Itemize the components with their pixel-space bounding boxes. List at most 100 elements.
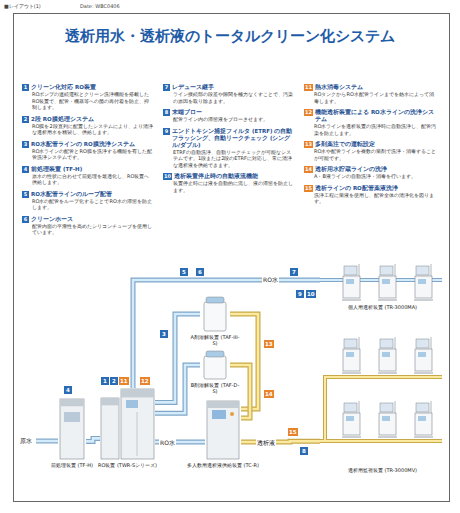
equipment-illustration — [58, 398, 86, 460]
feature-item: 22段 RO膜処理システムRO膜を2段直列に配置したシステムにより、より清浄な透… — [22, 116, 154, 136]
callout-number: 14 — [304, 166, 313, 173]
equipment-caption: RO装置 (TWR-Sシリーズ) — [97, 462, 159, 468]
callout-number: 10 — [163, 173, 172, 180]
callout-number: 4 — [22, 166, 29, 173]
callout-number: 15 — [288, 428, 298, 436]
drawing-path — [320, 377, 442, 441]
drawing-rect — [379, 276, 396, 298]
feature-text: RO水の配管をループ化することでRO水の滞留を防止します。 — [22, 198, 154, 211]
pipe-outline — [155, 314, 200, 402]
feature-item: 14透析用水貯蔵ラインの洗浄A・B液ラインの自動洗浄・消毒を行います。 — [304, 166, 438, 180]
drawing-line — [414, 437, 433, 438]
feature-heading: 前処理装置 (TF-H) — [31, 166, 82, 173]
feature-heading: 熱水消毒システム — [315, 84, 363, 91]
drawing-rect — [101, 398, 119, 459]
drawing-line — [431, 401, 432, 413]
drawing-rect — [418, 416, 426, 421]
feature-heading: 末端ブロー — [172, 109, 202, 116]
callout-number: 11 — [304, 84, 313, 91]
drawing-line — [359, 264, 360, 276]
supply-unit: 多人数用透析液供給装置 (TC-R) — [205, 400, 241, 460]
equipment-illustration — [100, 388, 155, 460]
drawing-rect — [380, 403, 393, 412]
drawing-line — [414, 373, 433, 374]
drawing-rect — [382, 416, 390, 421]
feature-heading: エンドトキシン捕捉フィルタ (ETRF) の自動フラッシング、自動リークチェック… — [172, 128, 295, 149]
drawing-rect — [343, 276, 360, 298]
pipe-connector — [241, 441, 320, 443]
feature-text: A・B液ラインの自動洗浄・消毒を行います。 — [304, 173, 438, 180]
pipe-connector — [133, 280, 320, 388]
pipe-outline — [133, 280, 320, 388]
equipment-caption: 多人数用透析液供給装置 (TC-R) — [182, 462, 264, 468]
feature-head-row: 22段 RO膜処理システム — [22, 116, 154, 123]
feature-head-row: 5RO水配管ラインのループ配管 — [22, 191, 154, 198]
callout-number: 10 — [306, 290, 316, 298]
diagram-title: 透析用水・透析液のトータルクリーン化システム — [0, 26, 460, 46]
feature-text: RO水ラインを透析装置の洗浄時に自動洗浄し、配管汚染を防止します。 — [304, 123, 438, 136]
drawing-rect — [344, 266, 357, 275]
feature-column: 1クリーン化対応 RO装置ROポンプの連続運転とクリーン洗浄機能を搭載したRO装… — [22, 84, 154, 241]
feature-text: RO水ラインの配管とRO膜を洗浄する機能を有した配管洗浄システムです。 — [22, 148, 154, 161]
drawing-rect — [382, 279, 390, 284]
feature-text: 配管内面の平滑性を高めたシリコンチューブを使用しています。 — [22, 223, 154, 236]
drawing-rect — [126, 400, 138, 408]
callout-number: 11 — [119, 377, 129, 385]
drawing-rect — [415, 413, 432, 435]
drawing-line — [359, 401, 360, 413]
ro-unit: RO装置 (TWR-Sシリーズ) — [100, 388, 155, 460]
callout-number: 9 — [296, 290, 304, 298]
equipment-illustration — [200, 296, 230, 332]
layout-note: ■レイアウト(1) — [4, 3, 41, 9]
pipe-outline — [230, 314, 258, 409]
equipment-illustration — [205, 400, 241, 460]
feature-text: RO水や配管ラインを複数の薬剤で洗浄・消毒することが可能です。 — [304, 148, 438, 161]
drawing-rect — [416, 266, 429, 275]
drawing-rect — [204, 356, 226, 379]
feature-heading: クリーンホース — [31, 216, 73, 223]
drawing-rect — [380, 339, 393, 348]
equipment-caption: 透析用監視装置 (TR-3000MV) — [320, 467, 445, 473]
feature-column: 7レデュース継手ライン接続部の段差や隙間を極力なくすことで、汚染の原因を取り除き… — [163, 84, 295, 198]
callout-number: 2 — [110, 377, 118, 385]
callout-number: 4 — [64, 386, 72, 394]
drawing-circle — [230, 412, 234, 416]
console-group: 透析用監視装置 (TR-3000MV) — [320, 325, 445, 465]
equipment-caption: B剤溶解装置 (TAF-D-S) — [190, 382, 240, 394]
drawing-rect — [60, 399, 84, 459]
drawing-rect — [101, 398, 119, 405]
console-group: 個人用透析装置 (TR-3000MA) — [320, 262, 445, 302]
feature-item: 3RO水配管ラインの RO膜洗浄システムRO水ラインの配管とRO膜を洗浄する機能… — [22, 141, 154, 161]
drawing-line — [414, 300, 433, 301]
feature-head-row: 4前処理装置 (TF-H) — [22, 166, 154, 173]
callout-number: 2 — [22, 116, 29, 123]
feature-head-row: 13多剤薬注での運転設定 — [304, 141, 438, 148]
callout-number: 5 — [22, 191, 29, 198]
drawing-rect — [343, 349, 360, 371]
drawing-rect — [346, 416, 354, 421]
drawing-rect — [382, 352, 390, 357]
equipment-illustration — [320, 262, 445, 302]
drawing-line — [395, 337, 396, 349]
drawing-rect — [121, 389, 154, 397]
feature-item: 6クリーンホース配管内面の平滑性を高めたシリコンチューブを使用しています。 — [22, 216, 154, 236]
drawing-line — [378, 437, 397, 438]
equipment-illustration — [200, 350, 230, 380]
pipe-connector — [155, 314, 200, 402]
feature-head-row: 10透析装置停止時の自動液流機能 — [163, 173, 295, 180]
pipe-label: RO水 — [262, 276, 279, 283]
feature-heading: 2段 RO膜処理システム — [31, 116, 94, 123]
feature-heading: 透析ラインの RO配管薬液洗浄 — [315, 185, 398, 192]
feature-item: 9エンドトキシン捕捉フィルタ (ETRF) の自動フラッシング、自動リークチェッ… — [163, 128, 295, 169]
dissolver-tank: B剤溶解装置 (TAF-D-S) — [200, 350, 230, 380]
feature-text: ライン接続部の段差や隙間を極力なくすことで、汚染の原因を取り除きます。 — [163, 91, 295, 104]
drawing-rect — [60, 399, 84, 406]
source-label: 原水 — [20, 437, 32, 444]
drawing-rect — [207, 401, 239, 459]
callout-number: 9 — [163, 128, 170, 135]
drawing-line — [395, 401, 396, 413]
feature-item: 10透析装置停止時の自動液流機能装置停止時には液を自動的に流し、液の滞留を防止し… — [163, 173, 295, 193]
feature-heading: 多剤薬注での運転設定 — [315, 141, 375, 148]
equipment-caption: 前処理装置 (TF-H) — [50, 462, 94, 468]
